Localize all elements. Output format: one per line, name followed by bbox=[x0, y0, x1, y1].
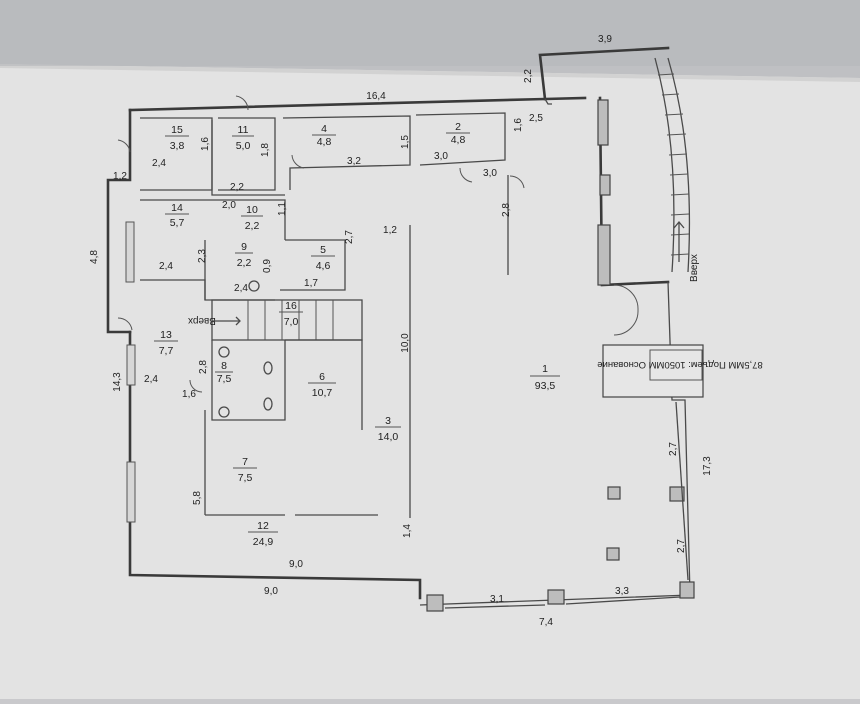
dimension: 2,7 bbox=[344, 230, 355, 244]
room-5-area: 4,6 bbox=[316, 260, 331, 272]
dimension: 3,0 bbox=[434, 151, 448, 162]
room-2-number: 2 bbox=[455, 121, 461, 133]
room-16-area: 7,0 bbox=[284, 316, 299, 328]
room-16-number: 16 bbox=[285, 300, 297, 312]
dimension: 4,8 bbox=[89, 250, 100, 264]
column bbox=[669, 486, 685, 502]
dimension: 3,0 bbox=[483, 168, 497, 179]
column bbox=[426, 594, 444, 612]
room-9-area: 2,2 bbox=[237, 257, 252, 269]
dimension: 2,8 bbox=[198, 360, 209, 374]
room-1-area: 93,5 bbox=[535, 380, 556, 392]
sanitary-fixtures bbox=[218, 280, 273, 418]
room-14-area: 5,7 bbox=[170, 217, 185, 229]
paper-sheet bbox=[0, 64, 860, 699]
dimension: 5,8 bbox=[192, 491, 203, 505]
dimension: 1,2 bbox=[383, 225, 397, 236]
left-windows bbox=[125, 221, 136, 523]
room-4-number: 4 bbox=[321, 123, 327, 135]
room-4-area: 4,8 bbox=[317, 136, 332, 148]
dimension: 14,3 bbox=[112, 372, 123, 392]
room-2-area: 4,8 bbox=[451, 134, 466, 146]
dimension: 3,9 bbox=[598, 34, 612, 45]
room-labels: 1 93,5 2 4,8 3 14,0 4 4,8 5 4,6 6 10,7 7… bbox=[154, 121, 560, 548]
column bbox=[607, 486, 621, 500]
room-11-area: 5,0 bbox=[236, 140, 251, 152]
room-1-number: 1 bbox=[542, 363, 548, 375]
lift-caption: 87,5ММ Подъем: 1050ММ Основание bbox=[597, 359, 763, 370]
dimension: 2,2 bbox=[230, 182, 244, 193]
dimension: 2,4 bbox=[152, 158, 166, 169]
dimension: 7,4 bbox=[539, 617, 553, 628]
room-8-number: 8 bbox=[221, 360, 227, 372]
dimension: 1,5 bbox=[400, 135, 411, 149]
room-12-area: 24,9 bbox=[253, 536, 274, 548]
dimension: 16,4 bbox=[366, 91, 386, 102]
room-7-area: 7,5 bbox=[238, 472, 253, 484]
column bbox=[679, 581, 695, 599]
dimension: 1,4 bbox=[402, 524, 413, 538]
room-8-area: 7,5 bbox=[217, 373, 232, 385]
dimension: 17,3 bbox=[702, 456, 713, 476]
dimension: 1,6 bbox=[182, 389, 196, 400]
dimension: 2,4 bbox=[234, 283, 248, 294]
window-strips bbox=[444, 401, 689, 609]
dimension: 9,0 bbox=[264, 586, 278, 597]
dimension: 3,1 bbox=[490, 594, 504, 605]
dimension: 2,8 bbox=[501, 203, 512, 217]
room-9-number: 9 bbox=[241, 241, 247, 253]
column bbox=[547, 589, 565, 605]
dimension-labels: 3,9 2,2 16,4 2,5 1,6 1,5 1,8 1,6 2,4 3,2… bbox=[89, 34, 713, 628]
dimension: 1,2 bbox=[113, 171, 127, 182]
right-staircase bbox=[654, 57, 691, 273]
room-11-number: 11 bbox=[238, 124, 249, 136]
room-12-number: 12 bbox=[257, 520, 269, 532]
dimension: 2,7 bbox=[676, 539, 687, 553]
room-10-area: 2,2 bbox=[245, 220, 260, 232]
stair-up-label-left: Вверх bbox=[188, 315, 216, 326]
dimension: 1,6 bbox=[513, 118, 524, 132]
dimension: 1,6 bbox=[200, 137, 211, 151]
room-7-number: 7 bbox=[242, 456, 248, 468]
dimension: 2,7 bbox=[668, 442, 679, 456]
dimension: 1,7 bbox=[304, 278, 318, 289]
dimension: 9,0 bbox=[289, 559, 303, 570]
internal-walls bbox=[140, 99, 611, 518]
dimension: 3,2 bbox=[347, 156, 361, 167]
dimension: 1,1 bbox=[277, 202, 288, 216]
dimension: 2,2 bbox=[523, 69, 534, 83]
room-15-area: 3,8 bbox=[170, 140, 185, 152]
room-10-number: 10 bbox=[246, 204, 258, 216]
dimension: 10,0 bbox=[400, 333, 411, 353]
dimension: 2,4 bbox=[144, 374, 158, 385]
room-3-area: 14,0 bbox=[378, 431, 399, 443]
room-14-number: 14 bbox=[171, 202, 183, 214]
dimension: 2,5 bbox=[529, 113, 543, 124]
stair-up-label-right: Вверх bbox=[689, 254, 700, 282]
dimension: 3,3 bbox=[615, 586, 629, 597]
lift-platform bbox=[602, 344, 704, 398]
doors bbox=[117, 95, 639, 393]
dimension: 0,9 bbox=[262, 259, 273, 273]
room-3-number: 3 bbox=[385, 415, 391, 427]
dimension: 2,4 bbox=[159, 261, 173, 272]
column bbox=[606, 547, 620, 561]
room-6-number: 6 bbox=[319, 371, 325, 383]
room-15-number: 15 bbox=[171, 124, 183, 136]
room-5-number: 5 bbox=[320, 244, 326, 256]
dimension: 2,3 bbox=[197, 249, 208, 263]
room-6-area: 10,7 bbox=[312, 387, 333, 399]
dimension: 2,0 bbox=[222, 200, 236, 211]
room-13-number: 13 bbox=[160, 329, 172, 341]
room-13-area: 7,7 bbox=[159, 345, 174, 357]
dimension: 1,8 bbox=[260, 143, 271, 157]
